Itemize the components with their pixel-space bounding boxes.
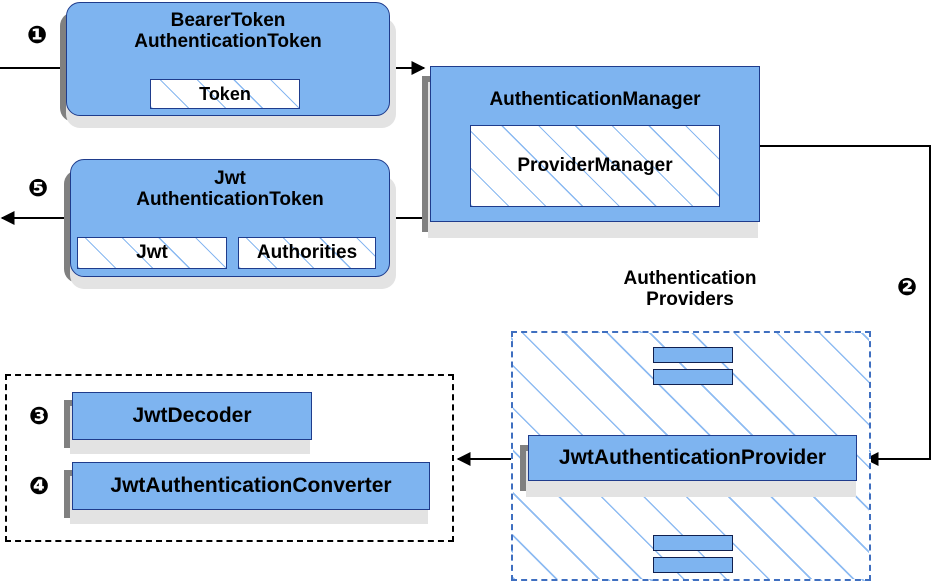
node-jwt-authentication-token[interactable]: Jwt AuthenticationToken [70,159,390,277]
jwt-decoder-label: JwtDecoder [132,404,252,427]
authentication-providers-label: Authentication Providers [623,268,757,311]
jwt-token-title: Jwt AuthenticationToken [136,168,324,211]
node-jwt-authentication-provider[interactable]: JwtAuthenticationProvider [528,435,857,481]
provider-slot-bottom-1 [653,535,733,551]
bearer-token-title: BearerToken AuthenticationToken [134,10,322,53]
field-jwt[interactable]: Jwt [77,237,227,269]
badge-2: ❷ [896,273,918,301]
provider-slot-top-2 [653,369,733,385]
provider-slot-bottom-2 [653,557,733,573]
field-authorities-label: Authorities [256,242,358,263]
field-provider-manager[interactable]: ProviderManager [470,125,720,207]
badge-4: ❹ [28,472,50,500]
badge-3: ❸ [28,402,50,430]
jwt-provider-label: JwtAuthenticationProvider [558,446,827,469]
badge-5: ❺ [27,174,49,202]
node-jwt-authentication-converter[interactable]: JwtAuthenticationConverter [72,462,430,510]
badge-1: ❶ [26,21,48,49]
field-provider-manager-label: ProviderManager [517,155,673,176]
authentication-manager-title: AuthenticationManager [489,89,701,110]
jwt-converter-label: JwtAuthenticationConverter [110,474,392,497]
jwt-support-group [5,374,454,542]
provider-slot-top-1 [653,347,733,363]
field-jwt-label: Jwt [136,242,168,263]
field-token-label: Token [199,83,251,104]
field-authorities[interactable]: Authorities [238,237,376,269]
field-token[interactable]: Token [150,79,300,109]
node-jwt-decoder[interactable]: JwtDecoder [72,392,312,440]
